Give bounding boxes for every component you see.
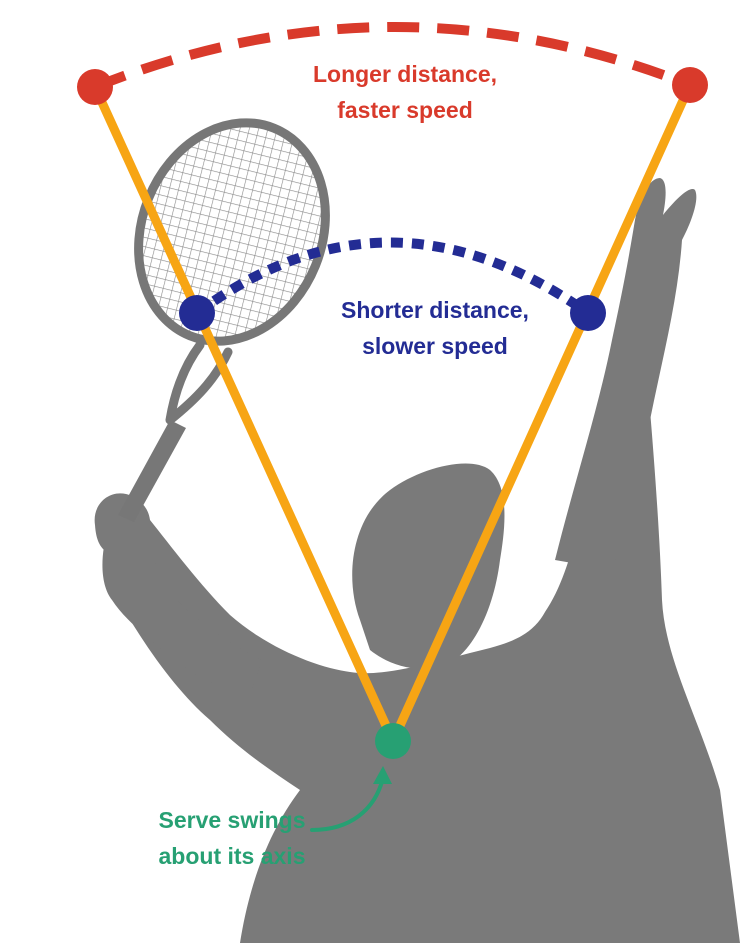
arm-right: [388, 80, 695, 746]
outer-point-left: [77, 69, 113, 105]
inner-point-left: [179, 295, 215, 331]
curved-arrow-icon: [310, 766, 392, 832]
outer-point-right: [672, 67, 708, 103]
inner-point-right: [570, 295, 606, 331]
outer-label-line2: faster speed: [337, 97, 473, 123]
inner-label-line2: slower speed: [362, 333, 508, 359]
swing-arms: [90, 80, 695, 746]
axis-label: Serve swings about its axis: [112, 802, 352, 874]
axis-label-line1: Serve swings: [158, 807, 306, 833]
outer-arc: [93, 22, 692, 92]
inner-arc-label: Shorter distance, slower speed: [285, 292, 585, 364]
outer-label-line1: Longer distance,: [312, 61, 498, 87]
axis-label-line2: about its axis: [158, 843, 306, 869]
inner-label-line1: Shorter distance,: [341, 297, 529, 323]
outer-arc-label: Longer distance, faster speed: [260, 56, 550, 128]
inner-arc: [194, 237, 591, 318]
axis-point: [375, 723, 411, 759]
arm-left: [90, 82, 398, 746]
